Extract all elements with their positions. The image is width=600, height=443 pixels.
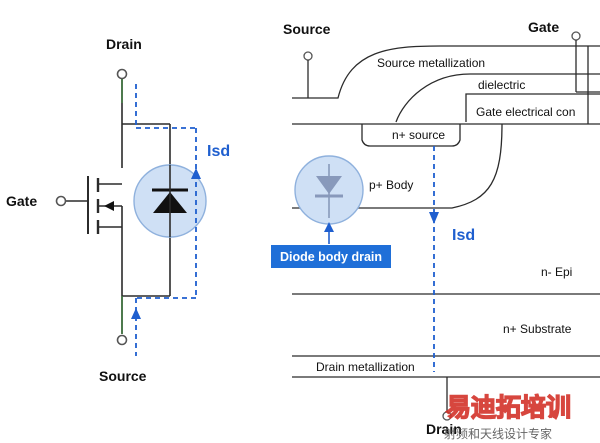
cs-body-diode-symbol [294, 155, 364, 225]
watermark-subtitle: 射频和天线设计专家 [444, 426, 552, 441]
mosfet-schematic [55, 68, 171, 346]
cross-section [292, 31, 600, 421]
cs-gate-terminal [571, 31, 581, 41]
schematic-isd-label: Isd [207, 143, 230, 160]
n-epi-label: n- Epi [541, 265, 572, 279]
n-plus-source-label: n+ source [392, 128, 445, 142]
caption-pointer-arrow [324, 222, 334, 232]
isd-arrow-up [191, 168, 201, 179]
isd-arrow-up [131, 308, 141, 319]
drain-metallization-label: Drain metallization [316, 360, 415, 374]
cs-drain-label: Drain [426, 421, 462, 437]
body-arrow [104, 201, 114, 211]
body-diode-caption: Diode body drain [280, 250, 382, 264]
body-diode-caption-box [271, 245, 391, 268]
source-metallization-layer [292, 45, 600, 99]
source-terminal [116, 334, 128, 346]
body-diode-symbol [133, 164, 207, 238]
cs-source-terminal [303, 51, 313, 61]
n-plus-substrate-label: n+ Substrate [503, 322, 572, 336]
isd-arrow-down [429, 212, 439, 224]
p-plus-body-region [292, 123, 503, 209]
p-plus-body-label: p+ Body [369, 178, 413, 192]
dielectric-layer [395, 73, 600, 123]
cs-gate-label: Gate [528, 19, 559, 35]
schematic-gate-label: Gate [6, 193, 37, 209]
dielectric-label: dielectric [478, 78, 525, 92]
gate-contact-outline [465, 93, 600, 122]
n-plus-source-well [361, 124, 461, 147]
source-metallization-label: Source metallization [377, 56, 485, 70]
cs-isd-label: Isd [452, 227, 475, 244]
gate-contact-label: Gate electrical con [476, 105, 575, 119]
watermark-brand: 易迪拓培训 [446, 393, 571, 422]
gate-terminal [55, 195, 67, 207]
watermark: 易迪拓培训 射频和天线设计专家 [444, 392, 572, 441]
cs-drain-terminal [442, 411, 452, 421]
schematic-drain-label: Drain [106, 36, 142, 52]
cs-source-label: Source [283, 21, 331, 37]
schematic-source-label: Source [99, 368, 147, 384]
drain-terminal [116, 68, 128, 80]
isd-path-left [135, 84, 197, 356]
